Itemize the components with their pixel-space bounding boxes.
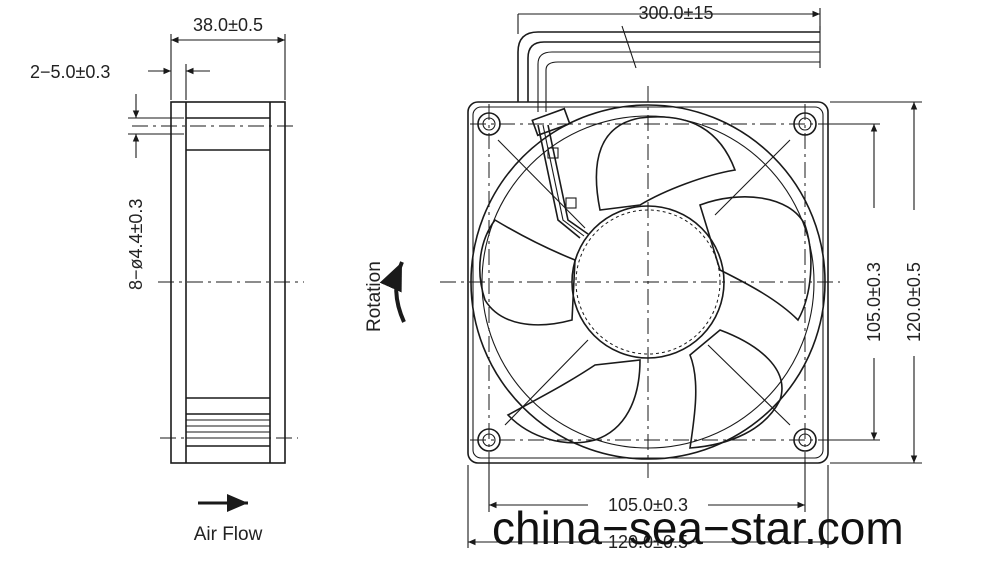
watermark: china−sea−star.com bbox=[492, 502, 904, 554]
hole-spacing-v-dim: 105.0±0.3 bbox=[864, 262, 884, 342]
side-hole-dim: 8−ø4.4±0.3 bbox=[126, 199, 146, 290]
side-view: 38.0±0.5 2−5.0±0.3 8−ø4.4±0.3 Air Flow bbox=[30, 15, 304, 545]
airflow-label: Air Flow bbox=[194, 524, 263, 545]
width-dim: 120.0±0.5 bbox=[608, 532, 688, 552]
side-width-dim: 38.0±0.5 bbox=[193, 15, 263, 35]
struts bbox=[497, 139, 791, 426]
front-view: 300.0±15 Rotation 105.0±0.3 120.0±0.5 10… bbox=[364, 3, 928, 552]
hole-spacing-h-dim: 105.0±0.3 bbox=[608, 495, 688, 515]
rotation-label: Rotation bbox=[364, 261, 385, 332]
side-flange-dim: 2−5.0±0.3 bbox=[30, 62, 110, 82]
rotation-arrow-icon bbox=[379, 261, 406, 323]
wire-harness bbox=[517, 25, 821, 239]
height-dim: 120.0±0.5 bbox=[904, 262, 924, 342]
fan-blades bbox=[479, 116, 812, 449]
cable-length-dim: 300.0±15 bbox=[639, 3, 714, 23]
